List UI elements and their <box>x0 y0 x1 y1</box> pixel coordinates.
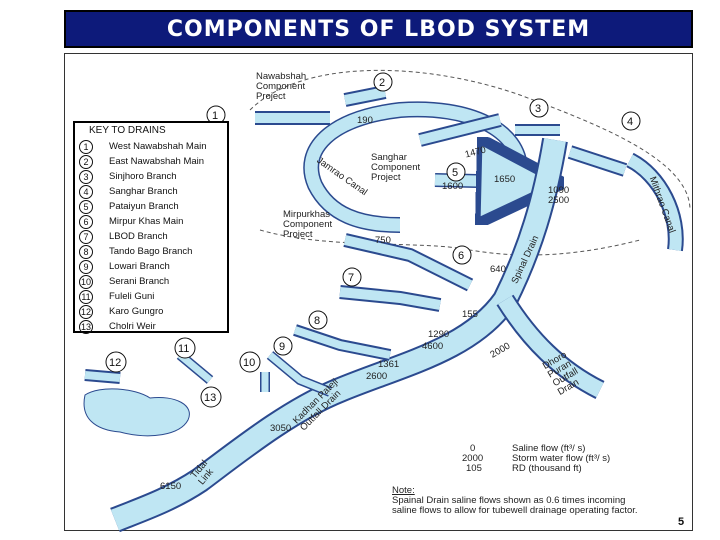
flow-value: 1361 <box>378 359 400 370</box>
key-number: 12 <box>79 304 93 319</box>
key-row: 9 Lowari Branch <box>79 259 170 274</box>
key-number: 5 <box>79 199 93 214</box>
key-number: 3 <box>79 169 93 184</box>
flow-value: 1650 <box>494 174 516 185</box>
key-name: Tando Bago Branch <box>109 246 193 257</box>
flow-value: 155 <box>462 309 478 320</box>
flow-value: 190 <box>357 115 373 126</box>
flow-value: 1290 <box>428 329 450 340</box>
mirpurkhas-project-label: Mirpurkhas Component Project <box>283 209 333 240</box>
key-number: 1 <box>79 139 93 154</box>
key-number: 6 <box>79 214 93 229</box>
svg-text:13: 13 <box>204 392 216 404</box>
key-number: 13 <box>79 319 93 334</box>
key-row: 4 Sanghar Branch <box>79 184 178 199</box>
svg-text:3: 3 <box>535 103 541 115</box>
page-title: COMPONENTS OF LBOD SYSTEM <box>166 16 591 42</box>
key-name: LBOD Branch <box>109 231 168 242</box>
key-row: 6 Mirpur Khas Main <box>79 214 183 229</box>
note-line: Spainal Drain saline flows shown as 0.6 … <box>392 495 626 506</box>
key-name: East Nawabshah Main <box>109 156 205 167</box>
key-number: 7 <box>79 229 93 244</box>
title-bar: COMPONENTS OF LBOD SYSTEM <box>64 10 693 48</box>
key-row: 2 East Nawabshah Main <box>79 154 204 169</box>
nawabshah-project-label: Nawabshah Component Project <box>256 71 307 102</box>
svg-text:12: 12 <box>109 357 121 369</box>
key-row: 3 Sinjhoro Branch <box>79 169 177 184</box>
key-number: 4 <box>79 184 93 199</box>
svg-text:5: 5 <box>452 167 458 179</box>
key-name: Lowari Branch <box>109 261 170 272</box>
svg-text:1: 1 <box>212 110 218 122</box>
key-row: 5 Pataiyun Branch <box>79 199 179 214</box>
key-row: 1 West Nawabshah Main <box>79 139 207 154</box>
svg-text:4: 4 <box>627 116 633 128</box>
flow-value: 4600 <box>422 341 444 352</box>
legend-box-bot: 105 <box>466 463 482 474</box>
flow-value: 6150 <box>160 481 182 492</box>
key-name: Cholri Weir <box>109 321 156 332</box>
note-line: saline flows to allow for tubewell drain… <box>392 505 638 516</box>
page-number: 5 <box>678 516 685 528</box>
flow-value: 1090 <box>548 185 570 196</box>
flow-value: 3050 <box>270 423 292 434</box>
svg-text:7: 7 <box>348 272 354 284</box>
key-number: 11 <box>79 289 93 304</box>
key-name: Sanghar Branch <box>109 186 178 197</box>
flow-value: 640 <box>490 264 506 275</box>
svg-text:2: 2 <box>379 77 385 89</box>
key-number: 8 <box>79 244 93 259</box>
legend-box-mid: 2000 <box>462 453 484 464</box>
key-name: Pataiyun Branch <box>109 201 179 212</box>
key-number: 2 <box>79 154 93 169</box>
key-number: 9 <box>79 259 93 274</box>
key-name: Sinjhoro Branch <box>109 171 177 182</box>
note-heading: Note: <box>392 485 415 496</box>
key-to-drains: KEY TO DRAINS 1 West Nawabshah Main 2 East… <box>73 121 229 334</box>
key-heading: KEY TO DRAINS <box>89 125 166 136</box>
drain-number-markers: 2 1 3 4 5 6 7 8 9 10 11 12 13 <box>105 72 641 408</box>
key-row: 7 LBOD Branch <box>79 229 168 244</box>
legend-box-top: 0 <box>470 443 476 454</box>
sanghar-project-label: Sanghar Component Project <box>371 152 421 183</box>
key-name: Mirpur Khas Main <box>109 216 184 227</box>
svg-text:10: 10 <box>243 357 255 369</box>
svg-text:9: 9 <box>279 341 285 353</box>
key-number: 10 <box>79 274 93 289</box>
svg-text:8: 8 <box>314 315 320 327</box>
legend-storm: Storm water flow (ft³/ s) <box>512 453 611 464</box>
flow-value: 1600 <box>442 181 464 192</box>
lake <box>83 388 190 437</box>
flow-value: 2500 <box>548 195 570 206</box>
svg-text:11: 11 <box>178 343 189 355</box>
key-name: Karo Gungro <box>109 306 164 317</box>
key-row: 8 Tando Bago Branch <box>79 244 192 259</box>
key-name: Serani Branch <box>109 276 170 287</box>
note: Note: Spainal Drain saline flows shown a… <box>392 486 638 516</box>
legend-saline: Saline flow (ft³/ s) <box>512 443 586 454</box>
legend-rd: RD (thousand ft) <box>512 463 582 474</box>
key-row: 10 Serani Branch <box>79 274 169 289</box>
key-row: 13 Cholri Weir <box>79 319 156 334</box>
key-row: 11 Fuleli Guni <box>79 289 154 304</box>
project-boundary <box>249 69 691 211</box>
flow-value: 750 <box>375 235 391 246</box>
flow-value: 2600 <box>366 371 388 382</box>
key-name: West Nawabshah Main <box>109 141 207 152</box>
svg-text:6: 6 <box>458 250 464 262</box>
key-row: 12 Karo Gungro <box>79 304 163 319</box>
key-name: Fuleli Guni <box>109 291 155 302</box>
